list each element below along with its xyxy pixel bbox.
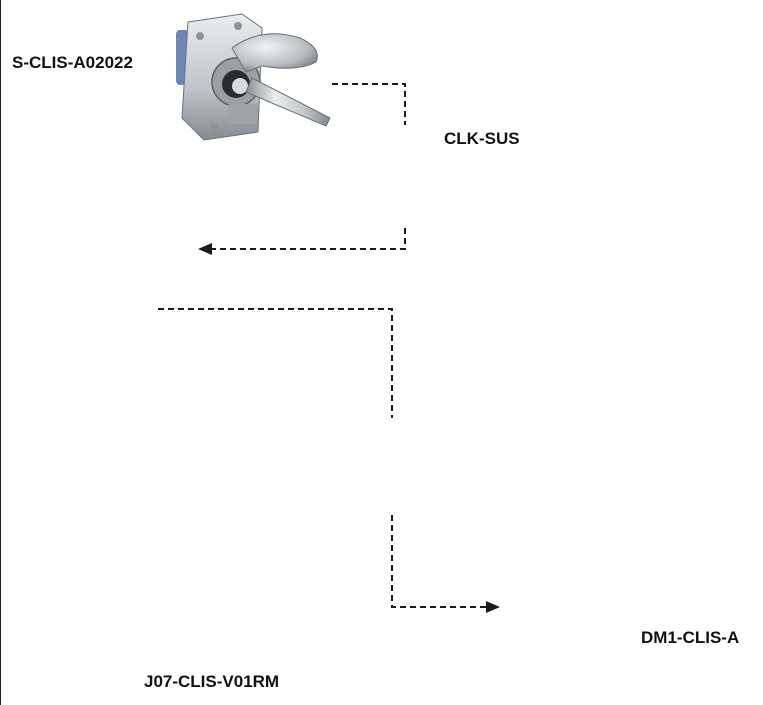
connector-panel-to-key [158,309,392,418]
arrow-right-icon [486,601,500,613]
connector-lines [158,84,488,607]
connector-key-to-panel [212,228,405,249]
connector-top-to-key [332,84,405,125]
s-clis-lock-image [176,14,330,140]
label-s-clis-a02022: S-CLIS-A02022 [12,53,133,73]
label-j07-clis-v01rm: J07-CLIS-V01RM [144,672,279,692]
arrow-left-icon [198,243,212,255]
connector-key-to-dm1 [392,515,488,607]
label-clk-sus: CLK-SUS [444,129,520,149]
label-dm1-clis-a: DM1-CLIS-A [641,628,739,648]
